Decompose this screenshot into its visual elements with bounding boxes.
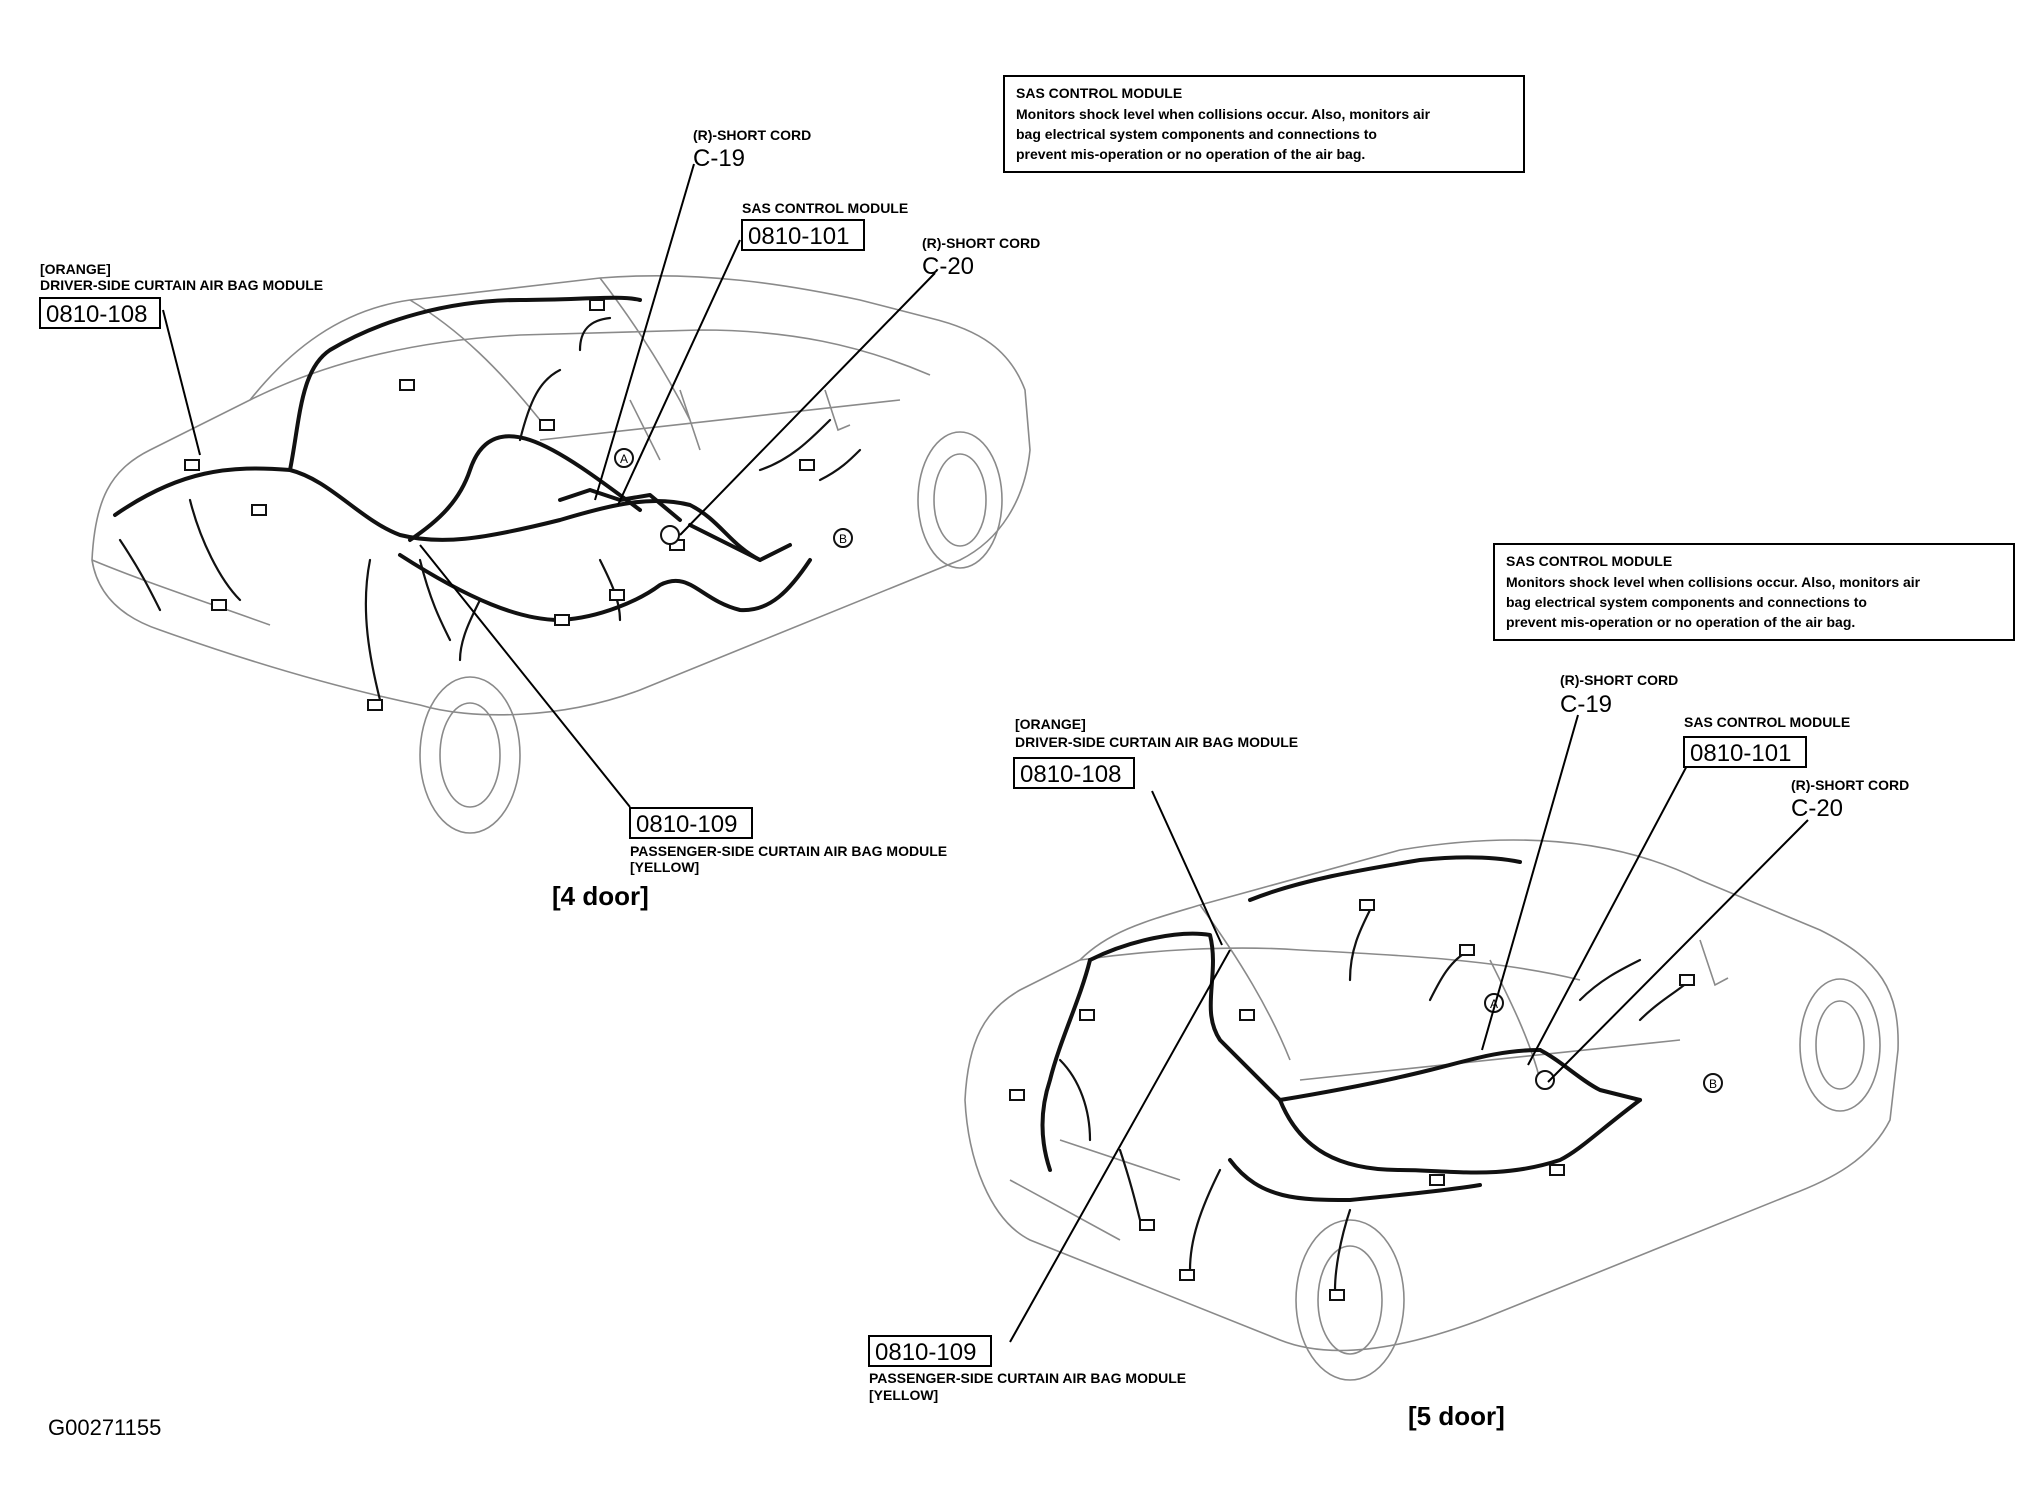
note-line: Monitors shock level when collisions occ… xyxy=(1016,106,1431,122)
caption-4door: [4 door] xyxy=(552,881,649,911)
note-line: bag electrical system components and con… xyxy=(1016,126,1377,142)
passenger-module-5door: PASSENGER-SIDE CURTAIN AIR BAG MODULE xyxy=(869,1370,1186,1386)
note-title: SAS CONTROL MODULE xyxy=(1016,85,1182,101)
sas-note-box-top: SAS CONTROL MODULE Monitors shock level … xyxy=(1003,75,1525,173)
sas-label-4door: SAS CONTROL MODULE xyxy=(742,200,908,216)
connector-mark-a: A xyxy=(620,452,628,466)
passenger-code-4door: 0810-109 xyxy=(636,811,737,838)
c19-4door: C-19 xyxy=(693,145,745,172)
connector-mark-a-5door: A xyxy=(1490,997,1498,1011)
passenger-color-5door: [YELLOW] xyxy=(869,1387,938,1403)
note-line: Monitors shock level when collisions occ… xyxy=(1506,574,1921,590)
sas-note-box-right: SAS CONTROL MODULE Monitors shock level … xyxy=(1493,543,2015,641)
note-line: bag electrical system components and con… xyxy=(1506,594,1867,610)
c19-5door: C-19 xyxy=(1560,691,1612,718)
passenger-code-5door: 0810-109 xyxy=(875,1339,976,1366)
driver-color-5door: [ORANGE] xyxy=(1015,716,1086,732)
connector-mark-b: B xyxy=(839,532,847,546)
driver-color-4door: [ORANGE] xyxy=(40,261,111,277)
c19-label-4door: (R)-SHORT CORD xyxy=(693,127,811,143)
c20-label-4door: (R)-SHORT CORD xyxy=(922,235,1040,251)
note-line: prevent mis-operation or no operation of… xyxy=(1016,146,1365,162)
figure-id: G00271155 xyxy=(48,1415,161,1440)
caption-5door: [5 door] xyxy=(1408,1401,1505,1431)
sas-code-4door: 0810-101 xyxy=(748,223,849,250)
passenger-color-4door: [YELLOW] xyxy=(630,859,699,875)
driver-module-5door: DRIVER-SIDE CURTAIN AIR BAG MODULE xyxy=(1015,734,1298,750)
car-5door: A B [ORANGE] DRIVER-SIDE CURTAIN AIR BAG… xyxy=(868,672,1909,1431)
car-4door: A B [ORANGE] DRIVER-SIDE CURTAIN AIR BAG… xyxy=(39,127,1040,911)
sas-label-5door: SAS CONTROL MODULE xyxy=(1684,714,1850,730)
sas-code-5door: 0810-101 xyxy=(1690,740,1791,767)
c20-label-5door: (R)-SHORT CORD xyxy=(1791,777,1909,793)
driver-module-4door: DRIVER-SIDE CURTAIN AIR BAG MODULE xyxy=(40,277,323,293)
c19-label-5door: (R)-SHORT CORD xyxy=(1560,672,1678,688)
passenger-module-4door: PASSENGER-SIDE CURTAIN AIR BAG MODULE xyxy=(630,843,947,859)
driver-code-4door: 0810-108 xyxy=(46,301,147,328)
connector-mark-b-5door: B xyxy=(1709,1077,1717,1091)
note-line: prevent mis-operation or no operation of… xyxy=(1506,614,1855,630)
driver-code-5door: 0810-108 xyxy=(1020,761,1121,788)
c20-5door: C-20 xyxy=(1791,795,1843,822)
note-title: SAS CONTROL MODULE xyxy=(1506,553,1672,569)
c20-4door: C-20 xyxy=(922,253,974,280)
